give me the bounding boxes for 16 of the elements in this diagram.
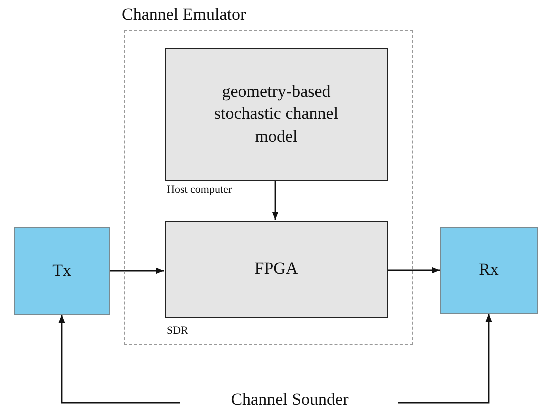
box-label: geometry-based stochastic channel model (213, 80, 340, 148)
box-label: Rx (478, 259, 500, 282)
node-label: Host computer (167, 184, 232, 196)
group-title: Channel Emulator (122, 5, 246, 25)
device-box (440, 227, 538, 314)
process-box (165, 48, 388, 181)
arrow (58, 315, 180, 404)
box-label: FPGA (254, 258, 300, 280)
arrow (272, 180, 279, 220)
box-label: Tx (52, 260, 72, 282)
arrow (387, 267, 440, 274)
arrow (110, 268, 164, 274)
arrow (398, 314, 492, 404)
device-box (14, 227, 110, 315)
process-box (165, 221, 388, 318)
node-label: SDR (167, 325, 188, 337)
